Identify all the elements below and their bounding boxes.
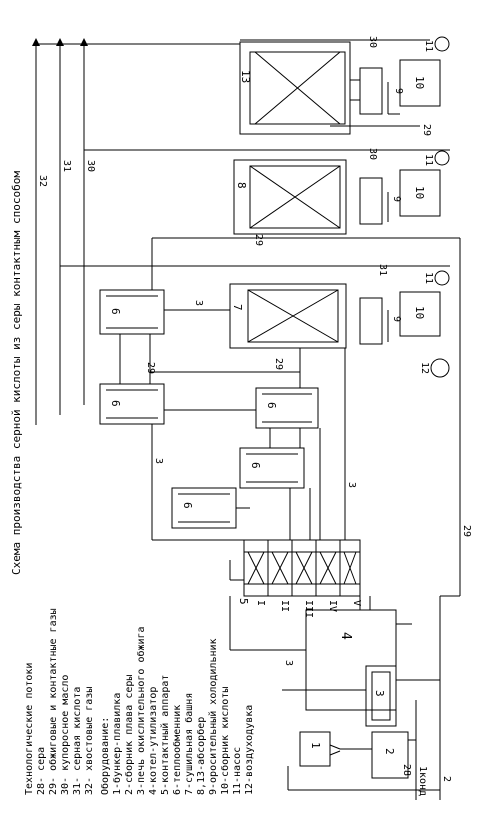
outlet-line-32: 32	[32, 38, 48, 425]
svg-text:29: 29	[461, 525, 472, 537]
svg-text:13: 13	[239, 70, 252, 83]
equipment-legend-11: 11-насос	[232, 747, 243, 795]
svg-text:3: 3	[283, 660, 294, 666]
equipment-legend-10: 10-сборник кислоты	[219, 687, 231, 795]
diagram-title: Схема производства серной кислоты из сер…	[10, 171, 23, 575]
stream-legend-31: 31- серная кислота	[72, 687, 83, 795]
waste-heat-boiler-4: 4	[305, 609, 397, 711]
svg-text:6: 6	[249, 462, 262, 469]
equipment-legend-2: 2-сборник плава серы	[123, 675, 135, 795]
pump-11-top: 11	[423, 36, 450, 52]
equipment-legend-12: 12-воздуходувка	[244, 705, 255, 795]
blower-12: 12	[419, 358, 450, 378]
svg-text:4: 4	[338, 632, 353, 640]
svg-text:9: 9	[391, 196, 402, 202]
svg-text:6: 6	[109, 308, 122, 315]
heat-exchanger-6-a: 6	[99, 289, 165, 335]
svg-text:29: 29	[253, 234, 264, 246]
sulfur-melter-1: 1	[299, 731, 348, 767]
heat-exchanger-6-d: 6	[239, 447, 305, 489]
svg-text:30: 30	[85, 160, 96, 172]
svg-text:11: 11	[423, 154, 434, 166]
svg-text:8: 8	[235, 182, 248, 189]
svg-text:I: I	[255, 600, 266, 606]
streams-header: Технологические потоки	[24, 663, 35, 795]
collector-10-low: 10	[399, 291, 441, 337]
svg-text:3: 3	[346, 482, 357, 488]
absorber-13: 13	[239, 41, 351, 135]
svg-text:29: 29	[145, 362, 156, 374]
svg-text:6: 6	[265, 402, 278, 409]
equipment-legend-7: 7-сушильная башня	[183, 693, 195, 795]
svg-text:V: V	[351, 600, 362, 606]
heat-exchanger-6-c: 6	[255, 387, 319, 429]
equipment-legend-5: 5-контактный аппарат	[159, 675, 171, 795]
equipment-legend-6: 6-теплообменник	[171, 705, 183, 795]
svg-text:2: 2	[441, 776, 452, 782]
svg-text:12: 12	[419, 362, 430, 374]
contact-apparatus-5: I II III IV V 5	[237, 539, 362, 618]
svg-text:3: 3	[373, 690, 386, 697]
cooler-9-top: 9	[350, 67, 404, 115]
svg-text:10: 10	[413, 76, 426, 89]
equipment-legend-8: 8,13-абсорбер	[195, 717, 207, 795]
cooler-9-mid: 9	[359, 177, 402, 225]
svg-text:29: 29	[273, 358, 284, 370]
equipment-legend-4: 4-котел-утилизатор	[148, 687, 159, 795]
outlet-line-30: 30	[80, 38, 96, 405]
svg-text:7: 7	[231, 304, 244, 311]
svg-text:2: 2	[383, 748, 396, 755]
svg-text:11: 11	[423, 272, 434, 284]
svg-text:10: 10	[413, 306, 426, 319]
svg-text:31: 31	[61, 160, 72, 172]
heat-exchanger-6-e: 6	[171, 487, 237, 529]
svg-text:1: 1	[309, 742, 322, 749]
svg-text:5: 5	[237, 598, 250, 605]
equipment-legend-3: 3-печь окислительного обжига	[135, 626, 147, 795]
collector-10-mid: 10	[399, 169, 441, 217]
svg-text:11: 11	[423, 40, 434, 52]
equipment-legend-1: 1-бункер-плавилка	[111, 693, 123, 795]
outlet-line-31: 31	[56, 38, 72, 415]
svg-text:1конд: 1конд	[417, 766, 428, 796]
cooler-9-low: 9	[359, 297, 402, 345]
stream-legend-30: 30- купоросное масло	[60, 675, 71, 795]
svg-text:III: III	[303, 600, 314, 618]
absorber-8: 8	[233, 159, 347, 235]
stream-legend-28: 28- сера	[36, 747, 47, 795]
pump-11-mid: 11	[423, 150, 450, 166]
svg-text:32: 32	[37, 175, 48, 187]
pump-11-low: 11	[423, 270, 450, 286]
svg-text:28: 28	[401, 764, 412, 776]
stream-legend-32: 32- хвостовые газы	[84, 687, 95, 795]
svg-text:3: 3	[153, 458, 164, 464]
svg-text:9: 9	[391, 316, 402, 322]
svg-text:30: 30	[367, 148, 378, 160]
svg-text:31: 31	[377, 264, 388, 276]
oxidation-furnace-3: 3	[365, 665, 397, 727]
svg-text:6: 6	[181, 502, 194, 509]
svg-text:10: 10	[413, 186, 426, 199]
sulfur-collector-2: 2	[371, 731, 409, 779]
svg-text:IV: IV	[327, 600, 338, 612]
svg-text:9: 9	[393, 88, 404, 94]
collector-10-top: 10	[399, 59, 441, 107]
svg-text:29: 29	[421, 124, 432, 136]
svg-text:30: 30	[367, 36, 378, 48]
equipment-header: Оборудование:	[99, 717, 111, 795]
svg-text:6: 6	[109, 400, 122, 407]
stream-legend-29: 29- обжиговые и контактные газы	[47, 608, 59, 795]
heat-exchanger-6-b: 6	[99, 383, 165, 425]
svg-text:3: 3	[193, 300, 204, 306]
svg-text:II: II	[279, 600, 290, 612]
equipment-legend-9: 9-оросительный холодильник	[207, 638, 219, 795]
drying-tower-7: 7	[229, 283, 347, 349]
